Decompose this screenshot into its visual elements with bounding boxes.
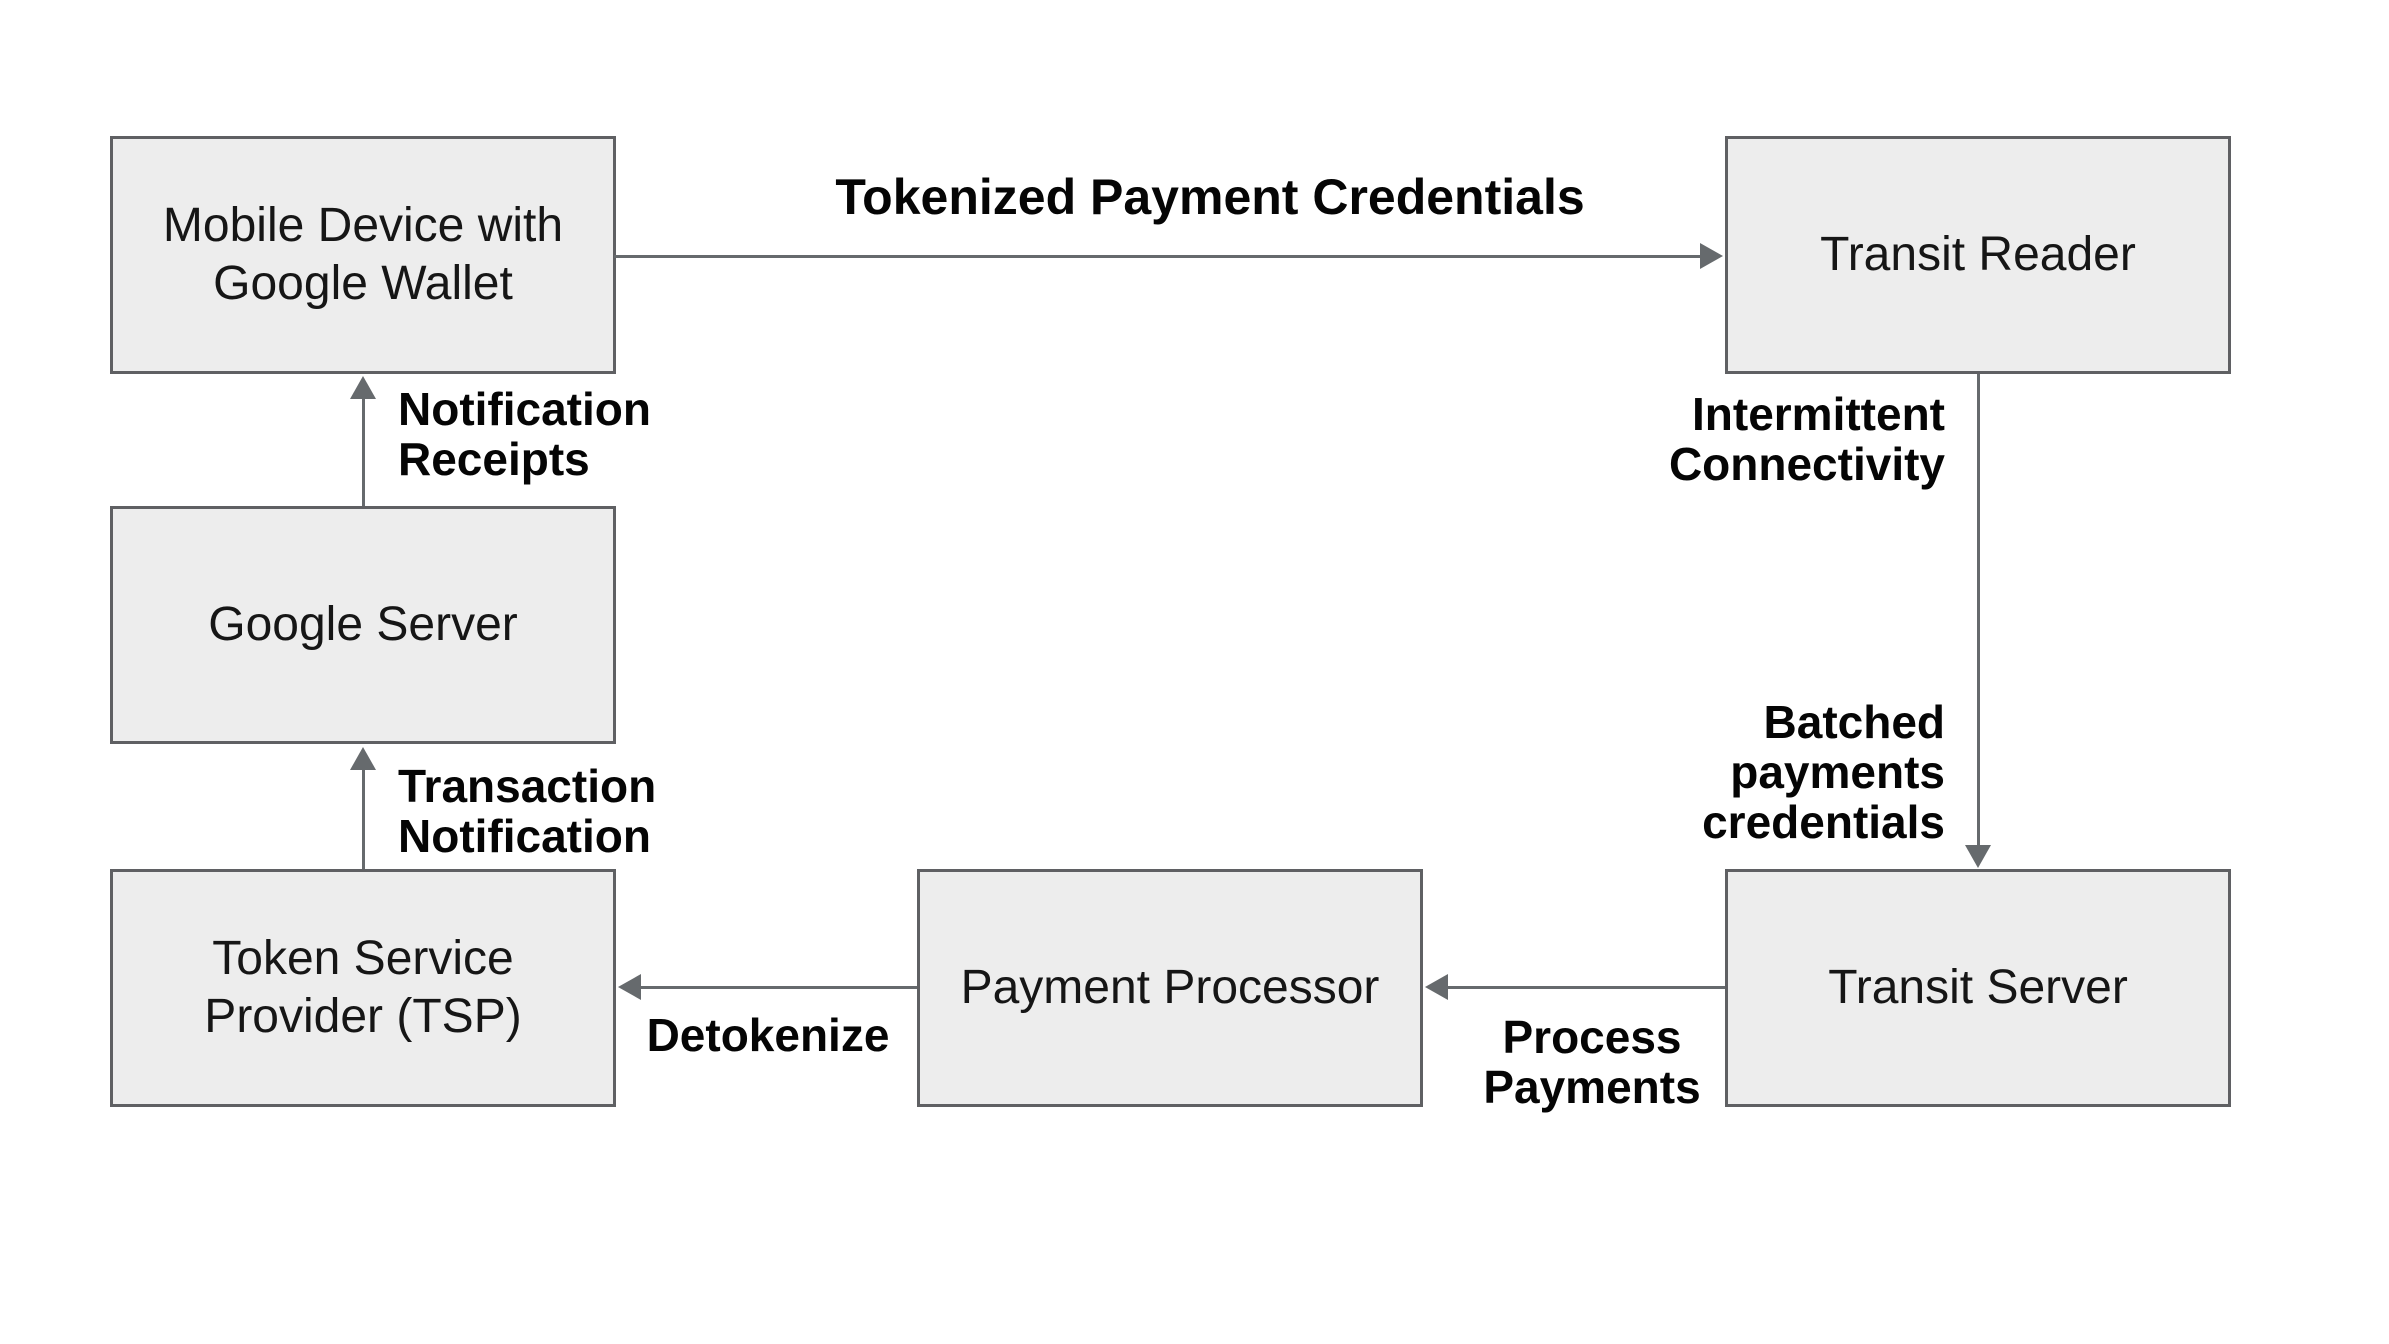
node-label: Transit Server: [1828, 961, 2128, 1014]
edge-label-line: payments: [1730, 746, 1945, 798]
edge-label-line: Receipts: [398, 433, 590, 485]
node-transit-reader: Transit Reader: [1725, 136, 2231, 374]
node-transit-server: Transit Server: [1725, 869, 2231, 1107]
connector-gserver-to-mobile: [362, 388, 365, 506]
edge-label-transaction-notification: Transaction Notification: [398, 761, 656, 861]
connector-mobile-to-reader: [614, 255, 1712, 258]
connector-payproc-to-tsp: [634, 986, 917, 989]
connector-tsp-to-gserver: [362, 760, 365, 869]
edge-label-line: Process: [1502, 1011, 1682, 1063]
arrowhead-left-icon: [1425, 974, 1448, 1000]
connector-tserver-to-payproc: [1441, 986, 1725, 989]
edge-label-detokenize: Detokenize: [646, 1009, 890, 1061]
edge-label-tokenized-payment-credentials: Tokenized Payment Credentials: [835, 169, 1585, 225]
edge-label-line: Payments: [1483, 1061, 1701, 1113]
node-mobile-device-google-wallet: Mobile Device with Google Wallet: [110, 136, 616, 374]
node-label: Google Server: [208, 598, 518, 651]
edge-label-line: Notification: [398, 383, 651, 435]
connector-reader-to-tserver: [1977, 374, 1980, 853]
node-label: Provider (TSP): [204, 990, 522, 1043]
node-label: Token Service: [212, 932, 514, 985]
edge-label-intermittent-connectivity: Intermittent Connectivity: [1669, 389, 1945, 489]
arrowhead-up-icon: [350, 376, 376, 399]
arrowhead-down-icon: [1965, 845, 1991, 868]
arrowhead-right-icon: [1700, 243, 1723, 269]
node-label: Google Wallet: [213, 257, 513, 310]
edge-label-line: Transaction: [398, 760, 657, 812]
edge-label-process-payments: Process Payments: [1483, 1012, 1700, 1112]
edge-label-line: credentials: [1702, 796, 1945, 848]
arrowhead-up-icon: [350, 747, 376, 770]
edge-label-line: Intermittent: [1692, 388, 1945, 440]
node-label: Mobile Device with: [162, 199, 564, 252]
edge-label-line: Notification: [398, 810, 651, 862]
edge-label-line: Batched: [1763, 696, 1945, 748]
node-label: Transit Reader: [1820, 228, 2136, 281]
edge-label-notification-receipts: Notification Receipts: [398, 384, 651, 484]
node-label: Payment Processor: [960, 961, 1380, 1014]
arrowhead-left-icon: [618, 974, 641, 1000]
edge-label-batched-payments-credentials: Batched payments credentials: [1702, 697, 1945, 847]
node-payment-processor: Payment Processor: [917, 869, 1423, 1107]
edge-label-line: Connectivity: [1668, 438, 1945, 490]
node-token-service-provider: Token Service Provider (TSP): [110, 869, 616, 1107]
node-google-server: Google Server: [110, 506, 616, 744]
